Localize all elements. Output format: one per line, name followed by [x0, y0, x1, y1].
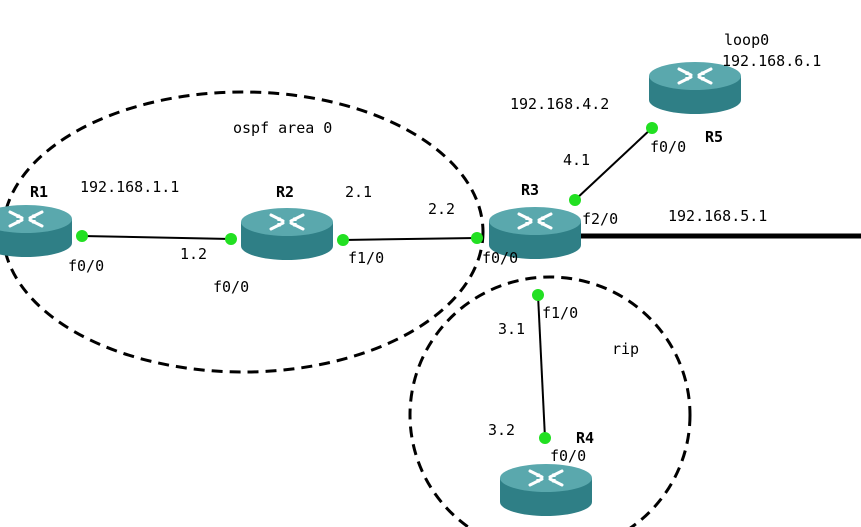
r5-loop-name-label: loop0	[724, 31, 769, 49]
r3-external-ip-label: 192.168.5.1	[668, 207, 767, 225]
r2-left-ip-label: 1.2	[180, 245, 207, 263]
port-r3-f1-0[interactable]	[532, 289, 544, 301]
port-r2-f0-0[interactable]	[225, 233, 237, 245]
r3-up-if-label: f2/0	[582, 210, 618, 228]
r5-ip-label: 192.168.4.2	[510, 95, 609, 113]
r5-loop-ip-label: 192.168.6.1	[722, 52, 821, 70]
r3-down-ip-label: 3.1	[498, 320, 525, 338]
r3-left-ip-label: 2.2	[428, 200, 455, 218]
link-r2-r3	[342, 237, 478, 241]
router-r5-name: R5	[705, 128, 723, 146]
router-r1[interactable]	[0, 203, 74, 259]
port-r5-f0-0[interactable]	[646, 122, 658, 134]
rip-area-boundary	[408, 275, 692, 527]
port-r3-f2-0[interactable]	[569, 194, 581, 206]
r1-if-label: f0/0	[68, 257, 104, 275]
port-r3-f0-0[interactable]	[471, 232, 483, 244]
port-r1-f0-0[interactable]	[76, 230, 88, 242]
link-r3-r5	[574, 127, 653, 201]
r4-if-label: f0/0	[550, 447, 586, 465]
router-r2[interactable]	[239, 206, 335, 262]
link-r1-r2	[81, 235, 232, 240]
router-r4[interactable]	[498, 462, 594, 518]
r3-down-if-label: f1/0	[542, 304, 578, 322]
r3-up-ip-label: 4.1	[563, 151, 590, 169]
router-r4-name: R4	[576, 429, 594, 447]
ospf-area-label: ospf area 0	[233, 119, 332, 137]
r2-left-if-label: f0/0	[213, 278, 249, 296]
r2-right-ip-label: 2.1	[345, 183, 372, 201]
router-r1-name: R1	[30, 183, 48, 201]
ospf-area-boundary	[1, 90, 485, 374]
r2-right-if-label: f1/0	[348, 249, 384, 267]
port-r4-f0-0[interactable]	[539, 432, 551, 444]
r4-ip-label: 3.2	[488, 421, 515, 439]
r5-if-label: f0/0	[650, 138, 686, 156]
rip-area-label: rip	[612, 340, 639, 358]
r3-left-if-label: f0/0	[482, 249, 518, 267]
link-r3-r4	[537, 294, 546, 439]
router-r2-name: R2	[276, 183, 294, 201]
r1-ip-label: 192.168.1.1	[80, 178, 179, 196]
port-r2-f1-0[interactable]	[337, 234, 349, 246]
router-r3-name: R3	[521, 181, 539, 199]
